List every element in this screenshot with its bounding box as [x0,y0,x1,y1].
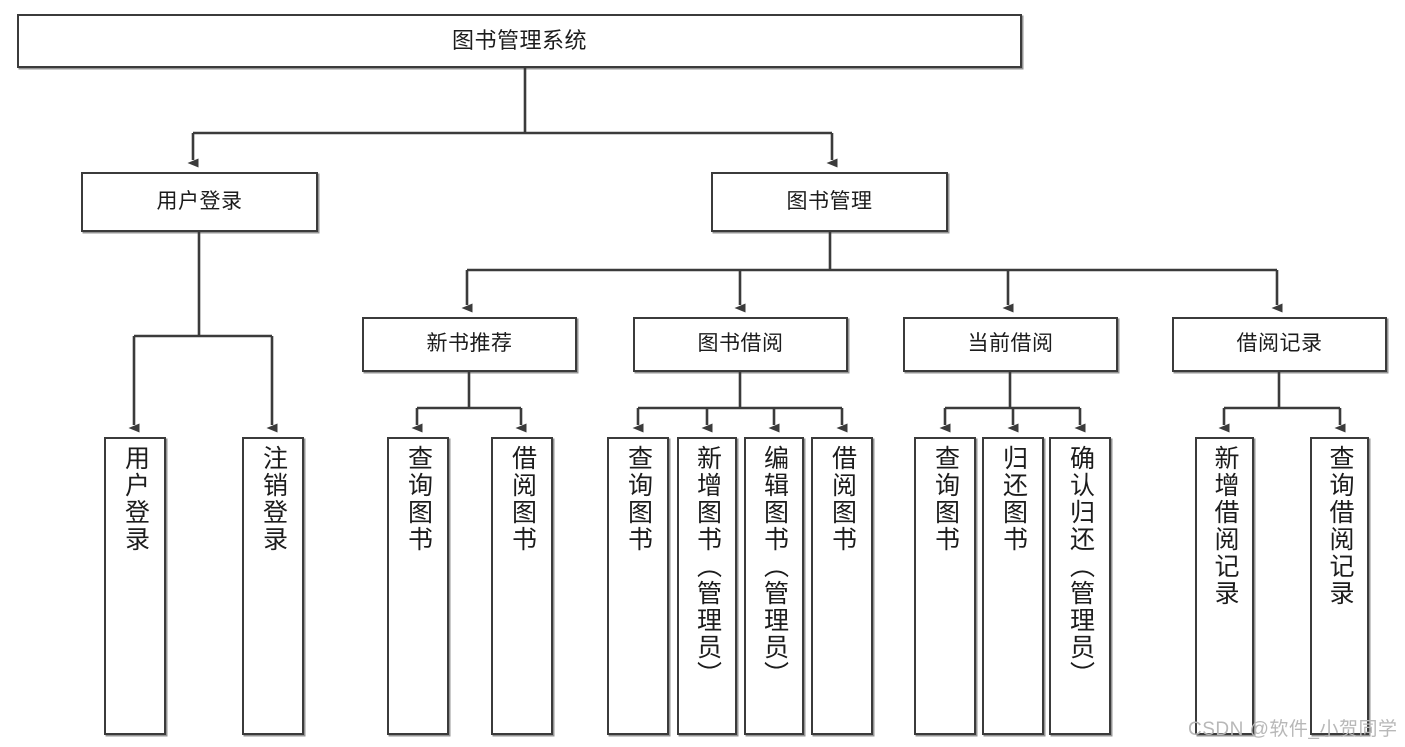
node-label: 借阅图书 [508,445,537,553]
node-label: 归还图书 [999,445,1028,553]
node-label: 图书借阅 [697,332,784,356]
leaf-edit-book-admin[interactable]: 编辑图书（管理员） [744,437,804,735]
leaf-query-book-current[interactable]: 查询图书 [914,437,976,735]
node-label: 借阅记录 [1236,332,1323,356]
node-user-login[interactable]: 用户登录 [81,172,318,232]
node-label: 查询图书 [624,445,653,553]
leaf-query-borrow-record[interactable]: 查询借阅记录 [1310,437,1369,735]
leaf-add-book-admin[interactable]: 新增图书（管理员） [677,437,737,735]
node-root-system[interactable]: 图书管理系统 [17,14,1022,68]
node-label: 新增借阅记录 [1211,445,1239,607]
node-label: 当前借阅 [967,332,1054,356]
node-label: 编辑图书（管理员） [760,445,789,688]
leaf-confirm-return-admin[interactable]: 确认归还（管理员） [1049,437,1111,735]
node-label: 图书管理系统 [451,28,587,54]
leaf-borrow-book[interactable]: 借阅图书 [811,437,873,735]
node-current-borrow[interactable]: 当前借阅 [903,317,1118,372]
node-label: 新增图书（管理员） [693,445,722,688]
node-book-borrow[interactable]: 图书借阅 [633,317,848,372]
leaf-borrow-book-recommend[interactable]: 借阅图书 [491,437,553,735]
node-label: 查询图书 [931,445,960,553]
node-label: 确认归还（管理员） [1066,445,1095,688]
node-label: 用户登录 [156,189,243,213]
leaf-query-book-borrow[interactable]: 查询图书 [607,437,669,735]
watermark-text: CSDN @软件_小贺同学 [1188,719,1398,740]
node-label: 借阅图书 [828,445,857,553]
node-borrow-record[interactable]: 借阅记录 [1172,317,1387,372]
node-label: 用户登录 [121,445,150,553]
node-label: 查询借阅记录 [1326,445,1354,607]
node-book-management[interactable]: 图书管理 [711,172,948,232]
leaf-return-book[interactable]: 归还图书 [982,437,1044,735]
leaf-add-borrow-record[interactable]: 新增借阅记录 [1195,437,1254,735]
node-new-book-recommend[interactable]: 新书推荐 [362,317,577,372]
node-label: 图书管理 [786,189,873,213]
node-label: 新书推荐 [426,332,513,356]
node-label: 注销登录 [259,445,288,553]
leaf-query-book-recommend[interactable]: 查询图书 [387,437,449,735]
node-label: 查询图书 [404,445,433,553]
leaf-user-login[interactable]: 用户登录 [104,437,166,735]
leaf-logout[interactable]: 注销登录 [242,437,304,735]
